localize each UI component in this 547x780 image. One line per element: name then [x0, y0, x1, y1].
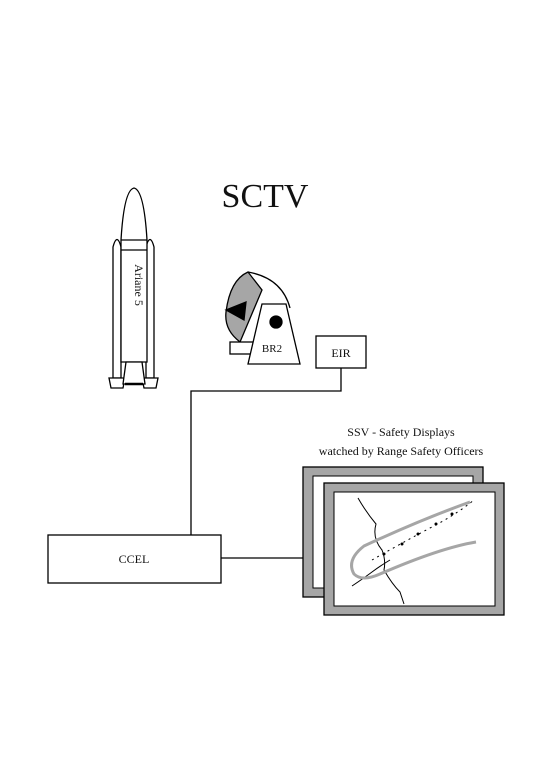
ariane5-rocket-icon [108, 187, 159, 389]
diagram-title: SCTV [221, 178, 309, 215]
network-line [190, 368, 342, 559]
radar-label: BR2 [262, 343, 282, 355]
eir-label: EIR [331, 346, 350, 360]
ssv-caption-line1: SSV - Safety Displays [347, 425, 455, 439]
ccel-box [47, 534, 222, 584]
ssv-caption-line2: watched by Range Safety Officers [319, 444, 484, 458]
rocket-label: Ariane 5 [132, 264, 146, 306]
ccel-label: CCEL [119, 552, 150, 566]
safety-display-monitor-front [323, 482, 505, 616]
eir-box [315, 335, 367, 369]
br2-radar-dish-icon [224, 271, 301, 365]
